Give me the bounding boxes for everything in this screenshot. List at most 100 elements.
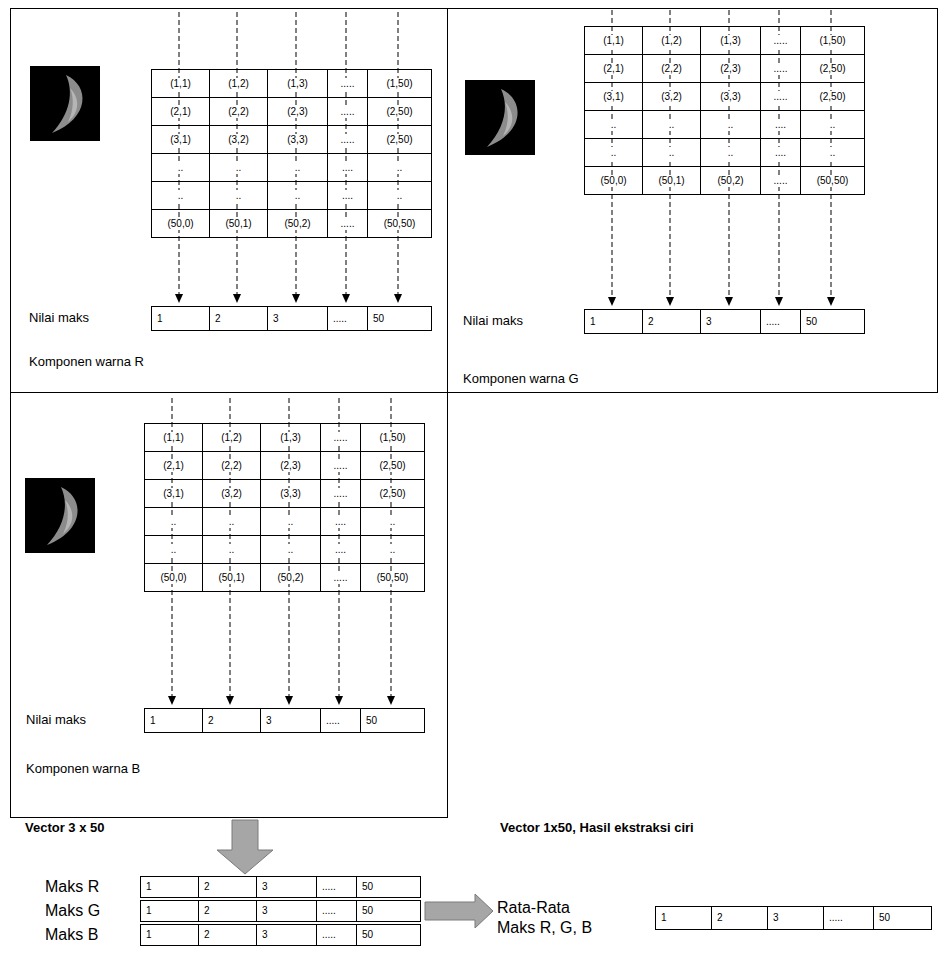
row-cells: 123.....50	[140, 900, 421, 922]
grid-cell: .....	[760, 54, 801, 83]
vector-cell: 3	[260, 708, 321, 733]
cell-text: ....	[334, 516, 347, 528]
cell-text: 1	[145, 905, 153, 917]
cell-text: 2	[207, 715, 215, 727]
grid-cell: (50,0)	[144, 563, 203, 592]
vector-cell: 1	[140, 924, 199, 946]
grid-cell: (3,3)	[267, 125, 328, 154]
row-heading: Maks R	[45, 877, 99, 897]
cell-text: ..	[177, 162, 185, 174]
grid-cell: ....	[320, 535, 361, 564]
row-heading: Rata-Rata Maks R, G, B	[497, 898, 602, 938]
vector-cell: 1	[655, 906, 712, 930]
grid-cell: (1,50)	[367, 69, 432, 98]
panel-box: Komponen warna G(1,1)(1,2)(1,3).....(1,5…	[447, 8, 938, 393]
vector-cell: 3	[256, 876, 317, 898]
section-label: Vector 1x50, Hasil ekstraksi ciri	[500, 820, 694, 835]
cell-text: (1,1)	[169, 78, 192, 90]
grid-cell: (50,0)	[584, 166, 643, 195]
grid-cell: (3,1)	[584, 82, 643, 111]
cell-text: .....	[333, 432, 349, 444]
vector-cell: .....	[823, 906, 874, 930]
vector-cell: 50	[356, 900, 421, 922]
grid-cell: ..	[367, 153, 432, 182]
cell-text: (1,3)	[719, 35, 742, 47]
grid-cell: (50,50)	[360, 563, 425, 592]
vector-cell: 2	[198, 924, 257, 946]
grid-cell: (2,2)	[209, 97, 268, 126]
cell-text: (1,2)	[220, 432, 243, 444]
grid-cell: (3,1)	[151, 125, 210, 154]
pixel-grid: (1,1)(1,2)(1,3).....(1,50)(2,1)(2,2)(2,3…	[584, 26, 865, 195]
cell-text: ....	[341, 190, 354, 202]
grid-cell: ....	[320, 507, 361, 536]
grid-cell: ..	[202, 535, 261, 564]
grid-cell: (2,2)	[202, 451, 261, 480]
vector-cell: 2	[711, 906, 768, 930]
cell-text: ....	[341, 162, 354, 174]
cell-text: (1,3)	[279, 432, 302, 444]
cell-text: ..	[170, 544, 178, 556]
row-heading: Maks G	[45, 901, 100, 921]
grid-cell: ..	[700, 138, 761, 167]
cell-text: 2	[716, 912, 724, 924]
grid-cell: ..	[800, 138, 865, 167]
panel-box: Komponen warna B(1,1)(1,2)(1,3).....(1,5…	[10, 392, 448, 818]
crescent-image	[465, 80, 535, 155]
grid-cell: (2,3)	[700, 54, 761, 83]
grid-cell: ....	[327, 181, 368, 210]
cell-text: (3,1)	[602, 91, 625, 103]
cell-text: ..	[610, 147, 618, 159]
grid-cell: (50,50)	[367, 209, 432, 238]
cell-text: 3	[705, 316, 713, 328]
cell-text: ..	[610, 119, 618, 131]
grid-cell: (1,2)	[642, 26, 701, 55]
grid-cell: ..	[209, 181, 268, 210]
grid-cell: (2,50)	[800, 54, 865, 83]
cell-text: (2,50)	[385, 106, 413, 118]
cell-text: 50	[361, 905, 374, 917]
grid-cell: .....	[760, 82, 801, 111]
cell-text: (2,50)	[818, 91, 846, 103]
vector-cell: 1	[140, 900, 199, 922]
grid-cell: (3,3)	[260, 479, 321, 508]
grid-cell: (1,3)	[260, 423, 321, 452]
vector-cell: 3	[767, 906, 824, 930]
vector-cell: 3	[256, 900, 317, 922]
grid-cell: (1,3)	[267, 69, 328, 98]
grid-cell: (2,50)	[367, 97, 432, 126]
grid-cell: (2,1)	[144, 451, 203, 480]
pixel-grid: (1,1)(1,2)(1,3).....(1,50)(2,1)(2,2)(2,3…	[151, 69, 432, 238]
cell-text: (2,50)	[378, 460, 406, 472]
cell-text: (3,3)	[279, 488, 302, 500]
cell-text: (1,50)	[818, 35, 846, 47]
vector-row: Maks B123.....50	[45, 924, 421, 946]
grid-cell: ..	[642, 138, 701, 167]
cell-text: (2,2)	[220, 460, 243, 472]
cell-text: 3	[265, 715, 273, 727]
block-arrow	[217, 820, 273, 874]
cell-text: ..	[668, 147, 676, 159]
cell-text: (1,2)	[227, 78, 250, 90]
cell-text: ..	[287, 544, 295, 556]
cell-text: .....	[325, 715, 341, 727]
row-cells: 123.....50	[140, 876, 421, 898]
grid-cell: ..	[584, 138, 643, 167]
cell-text: ..	[235, 162, 243, 174]
grid-cell: ....	[760, 138, 801, 167]
vector-cell: 50	[360, 708, 425, 733]
cell-text: .....	[765, 316, 781, 328]
cell-text: 1	[589, 316, 597, 328]
cell-text: 2	[203, 881, 211, 893]
cell-text: (50,2)	[716, 175, 744, 187]
grid-cell: (50,1)	[202, 563, 261, 592]
cell-text: ..	[294, 190, 302, 202]
cell-text: (50,0)	[599, 175, 627, 187]
row-cells: 123.....50	[140, 924, 421, 946]
grid-cell: (2,3)	[267, 97, 328, 126]
cell-text: ..	[389, 544, 397, 556]
vector-cell: 1	[144, 708, 203, 733]
vector-cell: 3	[700, 309, 761, 334]
dashed-arrowheads	[168, 294, 835, 705]
